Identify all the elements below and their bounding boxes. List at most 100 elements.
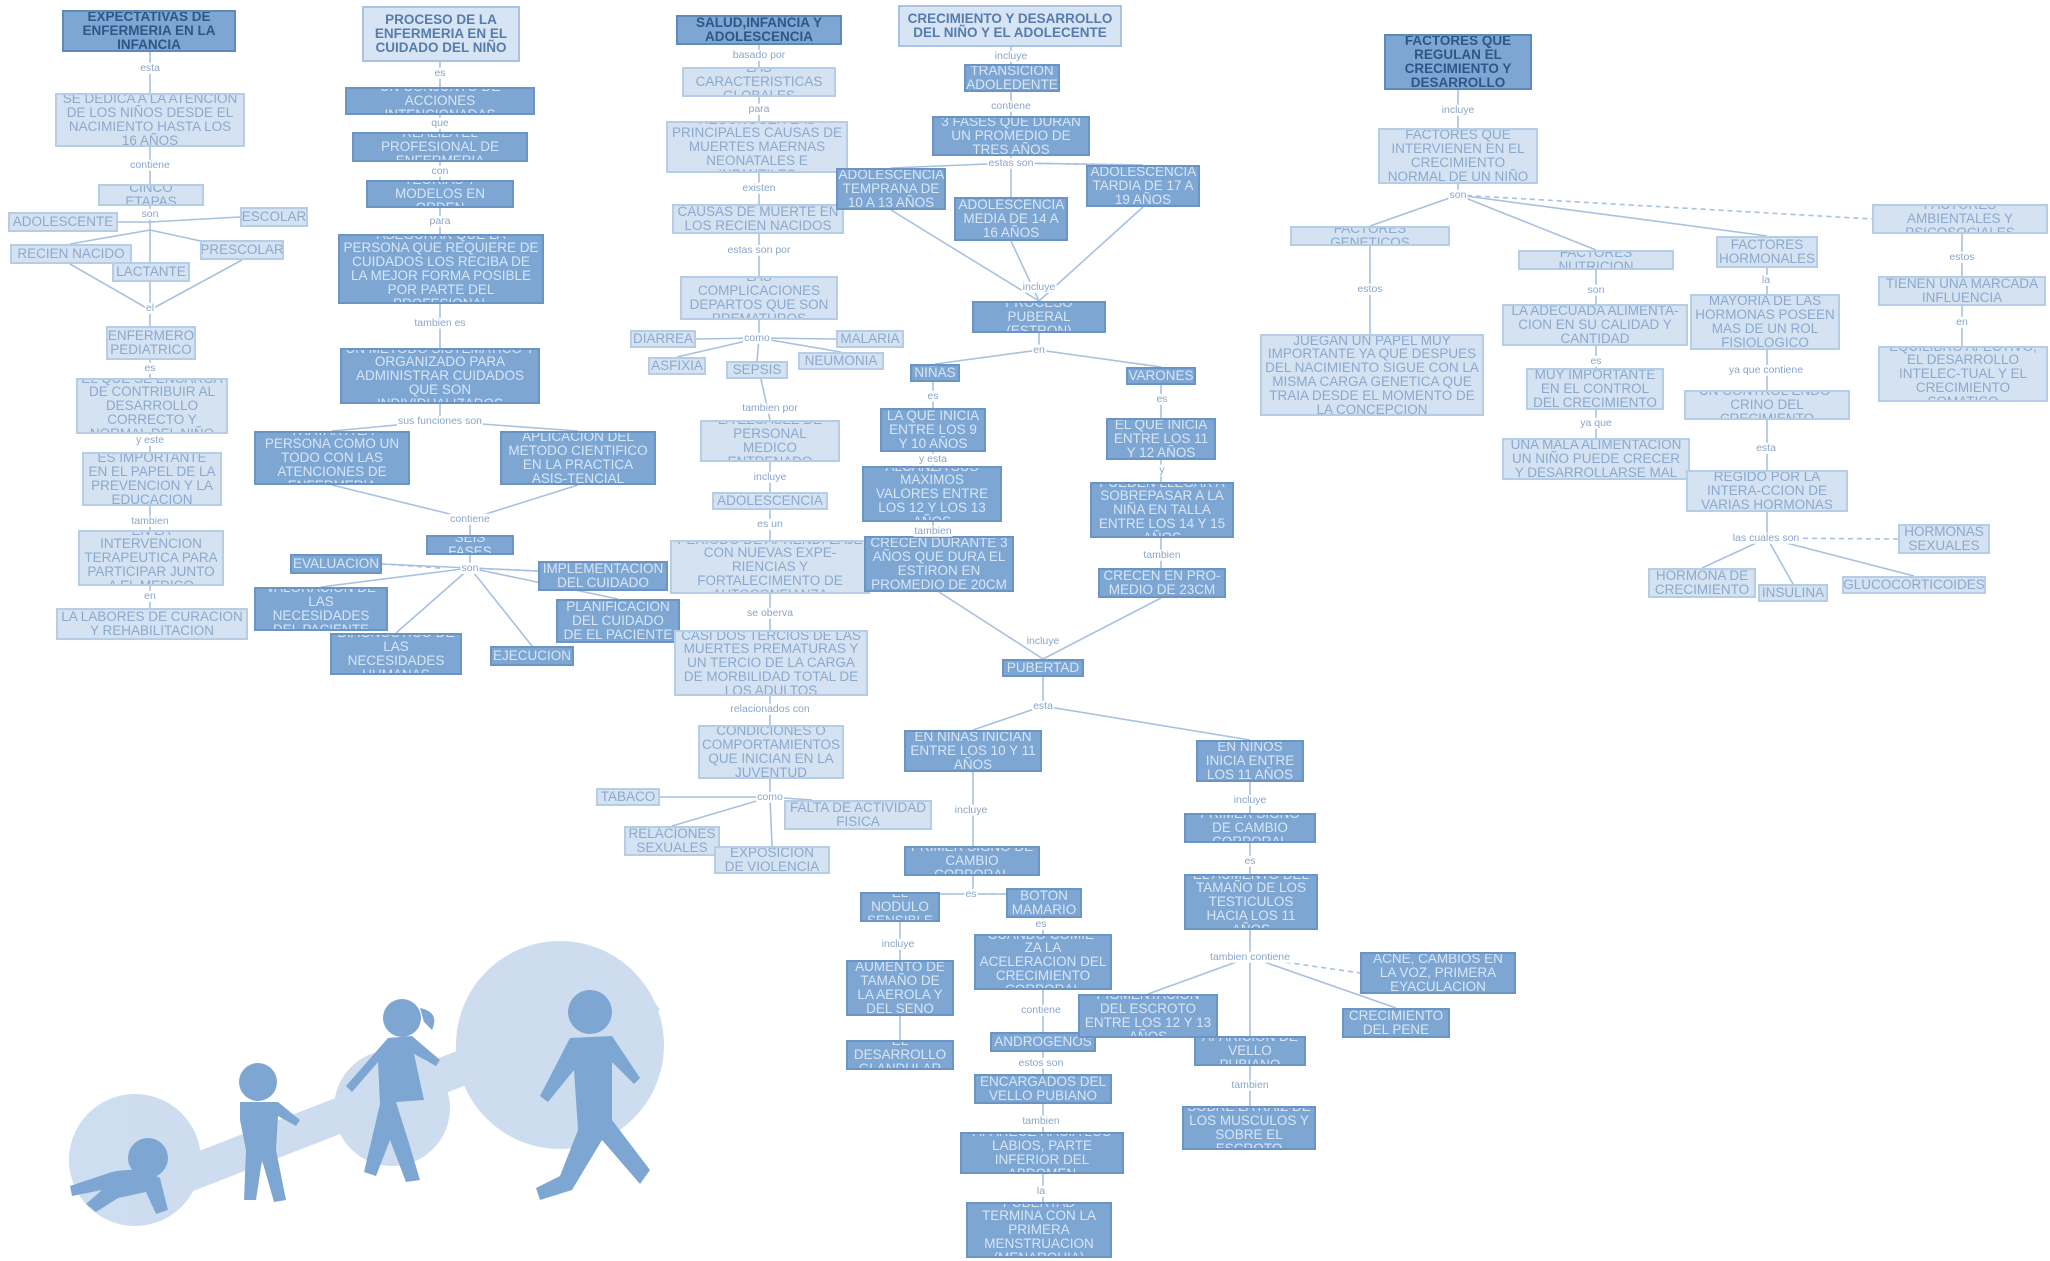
concept-node: Pubertad [1002,659,1084,677]
concept-node: Primer signo de cambio corporal [1184,813,1316,843]
link-label: estos [1356,282,1384,295]
connector-line [1457,194,1768,237]
concept-node: Crecen en pro-medio de 23cm [1098,568,1226,598]
concept-node: Juegan un papel muy importante ya que de… [1260,334,1484,416]
link-label: como [743,331,771,344]
connector-line [69,263,151,311]
link-label: son [460,561,480,574]
link-label: en [1955,315,1969,328]
concept-node: Prescolar [200,240,284,260]
link-label: tambien [1021,1114,1061,1127]
concept-node: Cuando comie-za la aceleracion del creci… [974,934,1112,990]
boy-silhouette [536,990,650,1200]
concept-node: Equilibro afectivo, el desarrollo intele… [1878,346,2048,402]
concept-node: Factores geneticos [1290,226,1450,246]
link-label: estas son por [726,243,792,256]
concept-node: Un control endo-crino del crecimiento [1684,390,1850,420]
concept-node: Evaluacion [290,554,382,574]
concept-node: Acne, cambios en la voz, primera eyacula… [1360,952,1516,994]
concept-heading-crecimiento-desarrollo: CRECIMIENTO Y DESARROLLO DEL NIÑO Y EL A… [898,5,1122,47]
link-label: son [140,207,160,220]
concept-node: Muy importante en el control del crecimi… [1526,368,1664,410]
concept-node: Hormona de crecimiento [1648,568,1756,598]
link-label: tambien [1142,548,1182,561]
concept-node: La ezcasez de personal medico entrenado [700,420,840,462]
concept-node: Realiza el profesional de enfermeria [352,132,528,162]
connector-line [1147,956,1251,995]
concept-node: Niñas [910,364,960,382]
concept-node: Se dedica a la atencion de los niños des… [55,93,245,147]
connector-line [972,705,1044,731]
concept-node: Falta de actividad fisica [784,800,932,830]
link-label: son [1586,283,1606,296]
concept-node: Pigmentacion del escroto entre los 12 y … [1078,994,1218,1038]
concept-node: Crecen durante 3 años que dura el estiro… [864,536,1014,592]
concept-node: Pubertad termina con la primera menstrua… [966,1202,1112,1258]
link-label: tambien contiene [1209,950,1291,963]
connector-line [1766,537,1794,585]
concept-node: Las complicaciones departos que son prem… [680,276,838,320]
connector-line [149,259,243,311]
link-label: es [1155,392,1169,405]
concept-node: Teorias y modelos en orden [366,180,514,208]
concept-heading-enfermeria-infancia: EXPECTATIVAS DE ENFERMERIA EN LA INFANCI… [62,10,236,52]
link-label: es [143,361,157,374]
connector-line [469,567,533,647]
link-label: son [1448,188,1468,201]
concept-node: Crecimiento del pene [1342,1008,1450,1038]
concept-node: Boton mamario [1006,888,1082,918]
concept-node: Adolescencia media de 14 a 16 años [954,197,1068,241]
concept-node: Adolescencia temprana de 10 a 13 años [836,168,946,210]
concept-heading-proceso-enfermeria: PROCESO DE LA ENFERMERIA EN EL CUIDADO D… [362,6,520,62]
concept-node: Regido por la intera-ccion de varias hor… [1686,470,1848,512]
connector-line [469,484,579,520]
link-label: se oberva [745,606,795,619]
connector-line [1038,349,1162,368]
concept-node: El que se encarga de contribuir al desar… [76,378,228,434]
concept-node: En niños inicia entre los 11 años [1196,740,1304,782]
link-label: la [1035,1184,1047,1197]
link-label: contiene [1020,1003,1062,1016]
concept-node: Proceso puberal (estron) [972,301,1106,333]
link-label: la [1760,273,1772,286]
link-label: estos [1948,250,1976,263]
concept-heading-salud-infancia: SALUD,INFANCIA Y ADOLESCENCIA [676,15,842,45]
concept-node: Las caracteristicas globales [682,67,836,97]
girl-silhouette [346,999,440,1182]
link-label: y [1158,463,1166,476]
dashed-connector-line [469,567,539,572]
connector-line [1369,194,1459,227]
link-label: para [747,102,771,115]
concept-node: Factores que intervienen en el crecimien… [1378,128,1538,184]
link-label: y esta [917,452,949,465]
link-label: incluye [993,49,1029,62]
concept-node: Aparece hacia los labios, parte inferior… [960,1132,1124,1174]
link-label: incluye [880,937,916,950]
concept-node: Primer signo de cambio corporal [904,846,1040,876]
concept-node: Sepsis [726,361,788,379]
connector-line [1042,705,1251,741]
link-label: es [1243,854,1257,867]
concept-node: Un metodo sistematico y organizado para … [340,348,540,404]
link-label: es [1034,917,1048,930]
link-label: con [430,164,450,177]
concept-node: Hormonas sexuales [1898,524,1990,554]
link-label: incluye [1025,634,1061,647]
concept-node: Asegurar que la persona que requiere de … [338,234,544,304]
concept-node: Tabaco [596,788,660,806]
concept-node: Una mala alimentacion un niño puede crec… [1502,438,1690,480]
link-label: es un [756,517,784,530]
link-label: esta [1032,699,1054,712]
concept-node: Insulina [1758,584,1828,602]
concept-node: Causas de muerte en los recien nacidos [672,204,844,234]
concept-node: Tienen una marcada influencia [1878,276,2046,306]
link-label: incluye [1021,280,1057,293]
link-label: tambien es [413,316,467,329]
concept-node: La labores de curacion y rehabilitacion [56,608,248,640]
concept-node: Aparicion de vello pubiano [1194,1036,1306,1066]
link-label: incluye [1232,793,1268,806]
link-label: en [143,589,157,602]
connector-line [671,796,771,827]
